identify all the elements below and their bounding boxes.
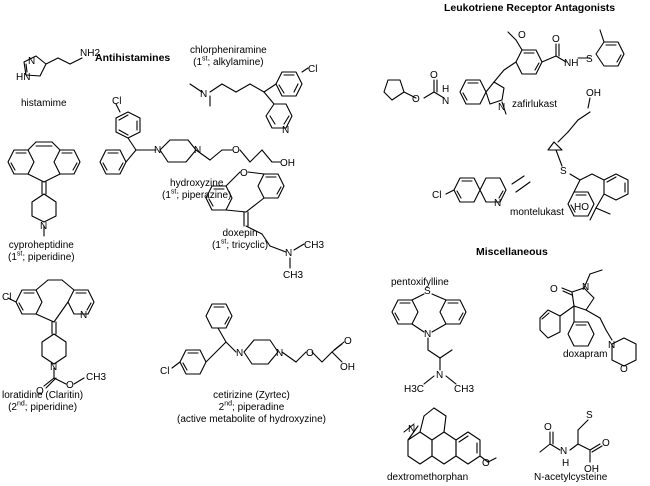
label-zafirlukast: zafirlukast (512, 99, 558, 110)
atom-n-pentoxifylline-2: N (436, 370, 443, 381)
label-histamine: histamime (21, 98, 67, 109)
structure-chlorpheniramine: N Cl N (189, 64, 317, 136)
atom-n-loratidine-ring: N (80, 310, 87, 321)
atom-oh-montelukast: OH (586, 88, 601, 99)
structure-n-acetylcysteine: O N H S O OH (539, 410, 610, 475)
atom-oh-cetirizine: OH (340, 362, 355, 373)
atom-ch3-pentoxifylline: CH3 (454, 384, 474, 395)
atom-n-chlorpheniramine: N (200, 89, 207, 100)
label-dextromethorphan: dextromethorphan (387, 472, 469, 483)
atom-n-pyridine: N (282, 125, 289, 136)
label-montelukast: montelukast (510, 207, 564, 218)
label-cyproheptidine: cyproheptidine (1st; piperidine) (8, 240, 75, 263)
structure-pentoxifylline: S N N H3C CH3 (391, 286, 474, 395)
atom-n-montelukast: N (494, 198, 501, 209)
atom-o2-nac: O (602, 438, 610, 449)
atom-s-montelukast: S (560, 166, 567, 177)
atom-n1-cetirizine: N (236, 348, 243, 359)
label-cetirizine: cetirizine (Zyrtec) 2nd; piperadine (act… (177, 390, 326, 425)
label-hydroxyzine: hydroxyzine (1st; piperazine) (162, 178, 232, 201)
atom-n-pentoxifylline-1: N (424, 329, 431, 340)
structure-doxepin: O N CH3 CH3 (205, 168, 324, 281)
structure-zafirlukast: O O H N N O O NH S (383, 29, 625, 115)
structure-cetirizine: Cl N N O O OH (160, 303, 355, 377)
atom-o-doxapram: O (550, 284, 558, 295)
atom-h-zafirlukast: H (442, 84, 449, 95)
structure-doxapram: O N N O (539, 269, 637, 375)
atom-cl-cetirizine: Cl (160, 366, 169, 377)
atom-n2-hydroxyzine: N (194, 145, 201, 156)
atom-o-nac: O (544, 422, 552, 433)
atom-n-doxepin: N (285, 248, 292, 259)
structure-hydroxyzine: Cl N N O OH (99, 96, 295, 175)
atom-n-histamine: N (28, 56, 35, 67)
atom-cl-chlorpheniramine: Cl (308, 64, 317, 75)
atom-o-zafirlukast-3: O (518, 30, 526, 41)
label-loratidine: loratidine (Claritin) (2nd; piperidine) (2, 390, 84, 413)
atom-n-zafirlukast-2: N (498, 102, 505, 113)
atom-n-doxapram: N (582, 282, 589, 293)
structure-montelukast: Cl N OH S HO (432, 88, 629, 221)
atom-cl-loratidine: Cl (2, 292, 11, 303)
atom-h-nac: H (562, 458, 569, 469)
atom-cl-montelukast: Cl (432, 190, 441, 201)
atom-h3c-pentoxifylline: H3C (404, 384, 424, 395)
atom-ch3-loratidine: CH3 (86, 372, 106, 383)
structure-loratidine: Cl N N O O CH3 (2, 279, 106, 397)
atom-sh-nac: S (586, 410, 593, 421)
label-chlorpheniramine: chlorpheniramine (1st; alkylamine) (190, 45, 267, 68)
atom-n-zafirlukast-1: N (442, 96, 449, 107)
atom-o-doxepin: O (240, 168, 248, 179)
atom-o-cetirizine: O (306, 348, 314, 359)
atom-nh2-histamine: NH2 (80, 48, 100, 59)
atom-s-zafirlukast: S (586, 54, 593, 65)
atom-n-cyproheptidine: N (40, 221, 47, 232)
atom-n2-cetirizine: N (276, 348, 283, 359)
atom-o-hydroxyzine: O (232, 145, 240, 156)
atom-o-loratidine-1: O (36, 386, 44, 397)
atom-o2-cetirizine: O (344, 336, 352, 347)
atom-ch3-doxepin-2: CH3 (283, 270, 303, 281)
structure-dextromethorphan: N O (403, 407, 497, 469)
structure-histamine: HN N NH2 (16, 48, 100, 83)
atom-o-dextromethorphan: O (482, 458, 490, 469)
atom-o-zafirlukast-2: O (430, 70, 438, 81)
atom-ch3-doxepin-1: CH3 (304, 240, 324, 251)
atom-s-pentoxifylline: S (424, 286, 431, 297)
atom-o-zafirlukast-1: O (412, 94, 420, 105)
label-pentoxifylline: pentoxifylline (391, 277, 449, 288)
label-doxepin: doxepin (1st; tricyclic) (212, 228, 269, 251)
atom-nh-zafirlukast: NH (564, 58, 578, 69)
atom-n-nac: N (560, 446, 567, 457)
atom-n-dextromethorphan: N (408, 424, 415, 435)
atom-oh-nac: OH (584, 464, 599, 475)
atom-hn-histamine: HN (16, 72, 30, 83)
header-miscellaneous: Miscellaneous (476, 246, 548, 258)
atom-n-loratidine: N (50, 362, 57, 373)
structure-cyproheptidine: N (7, 141, 81, 237)
atom-cl-hydroxyzine: Cl (112, 96, 121, 107)
atom-o2-doxapram: O (620, 364, 628, 375)
atom-oh-hydroxyzine: OH (280, 158, 295, 169)
label-n-acetylcysteine: N-acetylcysteine (534, 472, 608, 483)
atom-ho-montelukast: HO (574, 202, 589, 213)
label-doxapram: doxapram (563, 349, 608, 360)
atom-n2-doxapram: N (608, 340, 615, 351)
atom-n1-hydroxyzine: N (154, 145, 161, 156)
header-leukotriene: Leukotriene Receptor Antagonists (444, 2, 616, 14)
atom-o-loratidine-2: O (66, 380, 74, 391)
atom-o-zafirlukast-4: O (552, 34, 560, 45)
header-antihistamines: Antihistamines (95, 52, 171, 64)
